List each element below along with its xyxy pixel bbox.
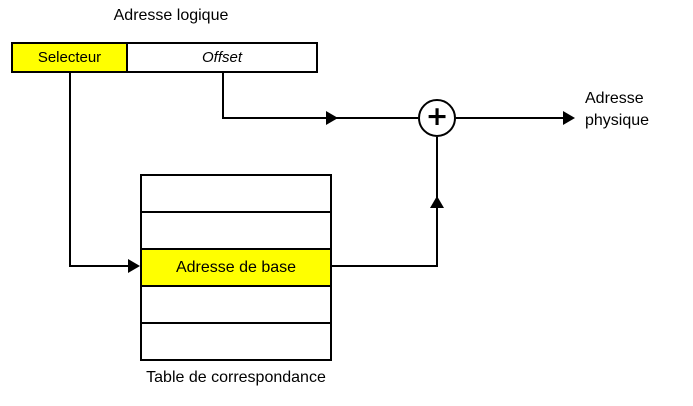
table-row-base-address: Adresse de base [142, 250, 330, 287]
table-row [142, 213, 330, 250]
arrowhead-right-mid-offset-icon [326, 111, 338, 125]
table-row [142, 287, 330, 324]
connector-selector-vertical [69, 73, 71, 267]
logical-address-title: Adresse logique [113, 7, 229, 24]
connector-offset-horizontal [222, 117, 418, 119]
arrowhead-up-to-adder-icon [430, 196, 444, 208]
connector-offset-vertical [222, 73, 224, 119]
logical-address-box: Selecteur Offset [11, 42, 318, 73]
arrowhead-right-output-icon [563, 111, 575, 125]
adder-circle: + [418, 99, 456, 137]
physical-address-label: Adresse physique [585, 90, 650, 129]
connector-output-horizontal [456, 117, 563, 119]
table-row [142, 176, 330, 213]
offset-cell: Offset [201, 49, 242, 66]
connector-base-horizontal [332, 265, 438, 267]
correspondence-table: Adresse de base [140, 174, 332, 361]
arrowhead-right-to-table-icon [128, 259, 140, 273]
table-row [142, 324, 330, 359]
selector-cell: Selecteur [13, 44, 128, 71]
plus-icon: + [425, 101, 449, 132]
connector-selector-horizontal [69, 265, 129, 267]
table-caption: Table de correspondance [146, 369, 326, 386]
